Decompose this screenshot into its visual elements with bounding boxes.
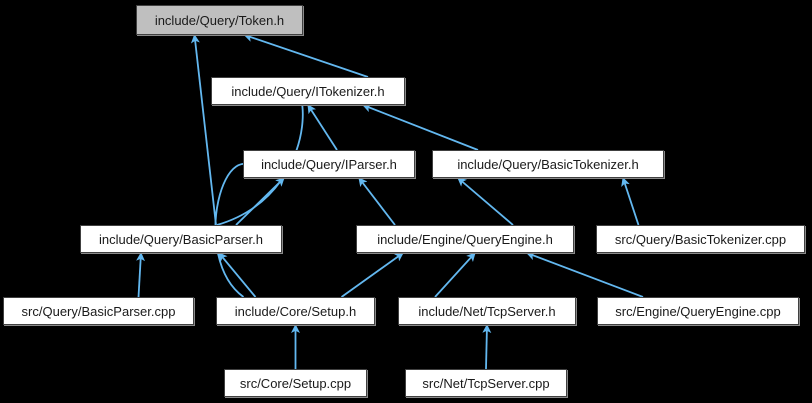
edge-itokenizer-h-to-token-h	[243, 33, 369, 78]
graph-node-label: src/Query/BasicTokenizer.cpp	[614, 231, 787, 247]
graph-node-label: include/Query/BasicParser.h	[98, 231, 264, 247]
graph-node-label: include/Query/Token.h	[154, 12, 285, 28]
edges-group	[136, 33, 644, 370]
graph-node-label: include/Query/BasicTokenizer.h	[457, 156, 639, 172]
edge-setup-h-to-queryengine-h	[340, 252, 404, 298]
edge-iparser-h-to-itokenizer-h	[307, 104, 338, 151]
edge-queryengine-h-to-iparser-h	[358, 177, 396, 226]
graph-node-label: include/Engine/QueryEngine.h	[377, 231, 553, 247]
graph-node-queryengine-h[interactable]: include/Engine/QueryEngine.h	[356, 225, 574, 253]
graph-node-label: include/Query/ITokenizer.h	[231, 83, 385, 99]
graph-node-label: src/Engine/QueryEngine.cpp	[615, 303, 781, 319]
edge-basicparser-h-to-token-h	[190, 34, 217, 226]
graph-node-basicparser-cpp[interactable]: src/Query/BasicParser.cpp	[3, 297, 194, 325]
graph-node-iparser-h[interactable]: include/Query/IParser.h	[243, 150, 415, 178]
edge-basictokenizer-h-to-itokenizer-h	[362, 103, 479, 151]
edge-queryengine-cpp-to-queryengine-h	[526, 251, 644, 298]
edge-tcpserver-h-to-queryengine-h	[434, 252, 476, 298]
graph-node-itokenizer-h[interactable]: include/Query/ITokenizer.h	[211, 77, 405, 105]
edge-queryengine-h-to-basictokenizer-h	[457, 177, 514, 226]
edge-basictokenizer-cpp-to-basictokenizer-h	[621, 177, 640, 226]
graph-node-label: src/Net/TcpServer.cpp	[422, 375, 550, 391]
graph-node-label: include/Net/TcpServer.h	[418, 303, 556, 319]
edge-basicparser-h-to-iparser-h	[235, 177, 285, 226]
graph-node-setup-h[interactable]: include/Core/Setup.h	[216, 297, 375, 325]
graph-node-label: include/Query/IParser.h	[261, 156, 397, 172]
graph-node-basictokenizer-cpp[interactable]: src/Query/BasicTokenizer.cpp	[596, 225, 805, 253]
graph-node-label: src/Core/Setup.cpp	[239, 375, 352, 391]
graph-node-tcpserver-h[interactable]: include/Net/TcpServer.h	[398, 297, 576, 325]
graph-node-setup-cpp[interactable]: src/Core/Setup.cpp	[224, 369, 367, 397]
edge-setup-h-to-basicparser-h	[218, 252, 257, 298]
edge-basicparser-cpp-to-basicparser-h	[136, 252, 146, 298]
graph-node-label: src/Query/BasicParser.cpp	[21, 303, 176, 319]
graph-node-queryengine-cpp[interactable]: src/Engine/QueryEngine.cpp	[597, 297, 799, 325]
graph-node-basicparser-h[interactable]: include/Query/BasicParser.h	[80, 225, 282, 253]
edge-tcpserver-cpp-to-tcpserver-h	[482, 324, 492, 370]
graph-node-label: include/Core/Setup.h	[234, 303, 357, 319]
graph-node-tcpserver-cpp[interactable]: src/Net/TcpServer.cpp	[405, 369, 567, 397]
graph-node-basictokenizer-h[interactable]: include/Query/BasicTokenizer.h	[432, 150, 664, 178]
graph-node-token-h[interactable]: include/Query/Token.h	[136, 5, 303, 35]
